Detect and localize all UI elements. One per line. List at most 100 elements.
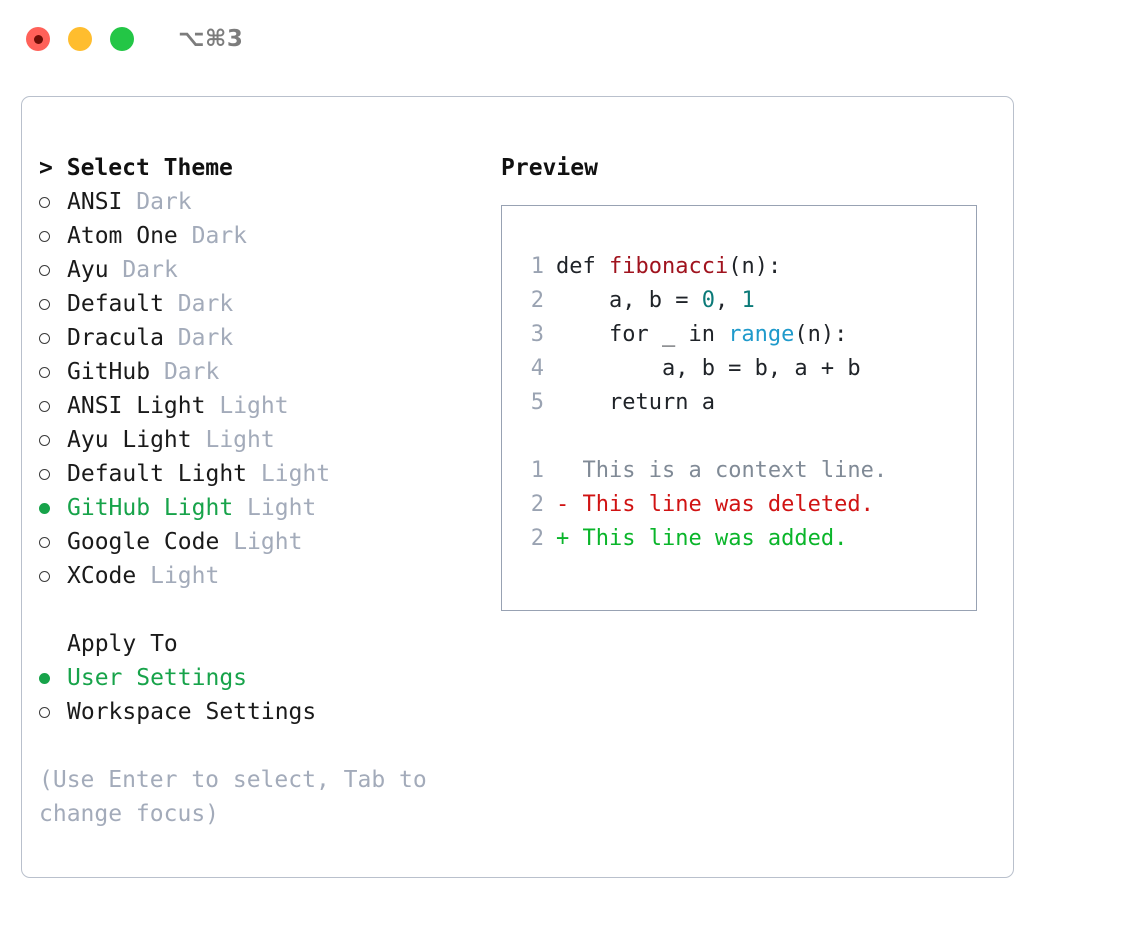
close-button[interactable]	[26, 27, 50, 51]
theme-option-tag: Light	[150, 563, 220, 589]
theme-option-default-light[interactable]: Default Light Light	[39, 457, 479, 491]
theme-option-xcode[interactable]: XCode Light	[39, 559, 479, 593]
theme-option-label: Dracula	[67, 325, 164, 351]
theme-option-tag: Light	[219, 393, 289, 419]
code-token-builtin: range	[728, 322, 795, 347]
label-tag-separator	[164, 321, 178, 355]
keyboard-hint: (Use Enter to select, Tab to change focu…	[39, 767, 427, 827]
radio-unselected-icon	[39, 230, 67, 242]
theme-option-label: ANSI Light	[67, 393, 206, 419]
label-tag-separator	[247, 457, 261, 491]
diff-text: This is a context line.	[582, 458, 888, 483]
theme-option-label: Atom One	[67, 223, 178, 249]
apply-to-option-label: Workspace Settings	[67, 699, 317, 725]
apply-to-option-user-settings[interactable]: User Settings	[39, 661, 479, 695]
theme-option-label: Ayu Light	[67, 427, 192, 453]
code-token-num: 1	[741, 288, 755, 313]
radio-unselected-icon	[39, 468, 67, 480]
code-token-plain: return a	[556, 390, 715, 415]
theme-option-ayu-light[interactable]: Ayu Light Light	[39, 423, 479, 457]
label-tag-separator	[109, 253, 123, 287]
line-number: 2	[530, 526, 544, 551]
theme-option-label: GitHub Light	[67, 495, 234, 521]
page-title-text: Select Theme	[66, 155, 233, 181]
line-number: 1	[530, 254, 544, 279]
theme-option-ayu[interactable]: Ayu Dark	[39, 253, 479, 287]
code-token-plain: for _ in	[556, 322, 729, 347]
theme-option-default[interactable]: Default Dark	[39, 287, 479, 321]
code-line: 3 for _ in range(n):	[502, 318, 976, 352]
label-tag-separator	[233, 491, 247, 525]
apply-to-option-workspace-settings[interactable]: Workspace Settings	[39, 695, 479, 729]
label-tag-separator	[219, 525, 233, 559]
radio-unselected-icon	[39, 196, 67, 208]
diff-text: This line was added.	[582, 526, 848, 551]
theme-option-label: Default Light	[67, 461, 248, 487]
theme-option-dracula[interactable]: Dracula Dark	[39, 321, 479, 355]
minimize-button[interactable]	[68, 27, 92, 51]
apply-to-option-label: User Settings	[67, 665, 248, 691]
theme-option-tag: Dark	[136, 189, 192, 215]
diff-text: This line was deleted.	[582, 492, 874, 517]
radio-unselected-icon	[39, 366, 67, 378]
theme-option-label: Google Code	[67, 529, 220, 555]
diff-marker: -	[556, 492, 583, 517]
label-tag-separator	[150, 355, 164, 389]
shortcut-label: ⌥⌘3	[178, 26, 244, 52]
theme-option-ansi[interactable]: ANSI Dark	[39, 185, 479, 219]
maximize-button[interactable]	[110, 27, 134, 51]
theme-option-tag: Light	[205, 427, 275, 453]
label-tag-separator	[178, 219, 192, 253]
diff-marker	[556, 458, 583, 483]
code-token-plain: (n):	[728, 254, 782, 279]
preview-title: Preview	[501, 155, 598, 181]
code-token-plain: def	[556, 254, 609, 279]
label-tag-separator	[164, 287, 178, 321]
theme-option-atom-one[interactable]: Atom One Dark	[39, 219, 479, 253]
theme-option-label: Default	[67, 291, 164, 317]
theme-option-github[interactable]: GitHub Dark	[39, 355, 479, 389]
theme-option-github-light[interactable]: GitHub Light Light	[39, 491, 479, 525]
radio-unselected-icon	[39, 570, 67, 582]
title-bar: ⌥⌘3	[0, 0, 1140, 78]
line-number: 3	[530, 322, 544, 347]
section-spacer	[39, 593, 479, 627]
theme-option-tag: Dark	[177, 291, 234, 317]
label-tag-separator	[192, 423, 206, 457]
theme-option-ansi-light[interactable]: ANSI Light Light	[39, 389, 479, 423]
page-title: > Select Theme	[39, 151, 479, 185]
label-tag-separator	[136, 559, 150, 593]
radio-unselected-icon	[39, 264, 67, 276]
code-token-plain: (n):	[794, 322, 848, 347]
window-controls	[26, 27, 134, 51]
code-token-func: fibonacci	[608, 254, 729, 279]
radio-unselected-icon	[39, 706, 67, 718]
code-token-plain: ,	[714, 288, 742, 313]
code-token-plain: a, b =	[556, 288, 702, 313]
radio-unselected-icon	[39, 332, 67, 344]
theme-option-tag: Dark	[191, 223, 248, 249]
code-line: 4 a, b = b, a + b	[502, 352, 976, 386]
apply-to-title: Apply To	[67, 631, 178, 657]
radio-unselected-icon	[39, 298, 67, 310]
radio-selected-icon	[39, 672, 67, 684]
prompt-caret-icon: >	[39, 155, 53, 181]
line-number: 1	[530, 458, 544, 483]
theme-option-tag: Light	[233, 529, 303, 555]
code-line: 2 a, b = 0, 1	[502, 284, 976, 318]
theme-option-google-code[interactable]: Google Code Light	[39, 525, 479, 559]
theme-option-tag: Light	[260, 461, 331, 487]
diff-line: 2+ This line was added.	[502, 522, 976, 556]
theme-option-label: Ayu	[67, 257, 109, 283]
code-line: 1 def fibonacci(n):	[502, 250, 976, 284]
line-number: 2	[530, 288, 544, 313]
theme-option-label: XCode	[67, 563, 137, 589]
code-token-plain: a, b = b, a + b	[556, 356, 861, 381]
